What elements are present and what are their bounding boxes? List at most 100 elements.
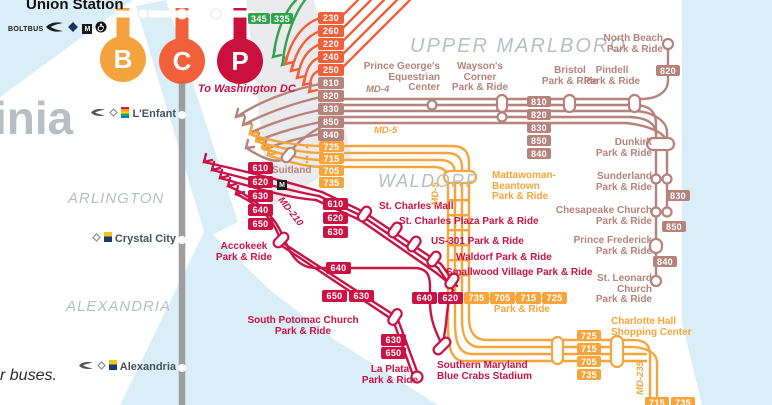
station-chesapeake: Chesapeake Church Park & Ride [555,205,652,227]
arrow-icon [202,152,214,164]
station-la-plata: La Plata Park & Ride [361,364,419,386]
stop-chesapeake-1 [650,206,662,218]
vre-stop-label: Alexandria [119,360,176,373]
route-badge-735-row: 735 [464,292,489,304]
vre-icon [67,20,79,38]
terminal-c: C [159,38,205,84]
road-md4: MD-4 [366,84,390,95]
region-arlington: ARLINGTON [68,190,165,207]
station-st-charles-plaza: St. Charles Plaza Park & Ride [399,216,539,227]
route-badge-820: 820 [318,90,344,102]
route-orange-lines [248,124,659,405]
route-badge-735d: 735 [577,369,601,380]
vre-flag-icon [108,360,117,373]
station-charlotte-hall: Charlotte Hall Shopping Center [611,316,692,338]
terminal-b: B [100,36,146,82]
stop-south-potomac [387,308,403,326]
arrow-icon [226,176,238,188]
arrow-icon [244,138,256,150]
station-st-charles-mall: St. Charles Mall [379,201,454,212]
arrow-icon [301,75,313,87]
vre-rail-line [178,84,186,405]
route-badge-820-north-beach: 820 [656,65,680,76]
stop-golden-beach [550,335,565,366]
to-washington-label: To Washington DC [198,83,296,95]
station-north-beach: North Beach Park & Ride [603,33,663,55]
route-badge-335: 335 [271,13,293,24]
terminal-p: P [217,38,263,84]
footnote-partial: r buses. [0,367,57,384]
station-smallwood: Smallwood Village Park & Ride [446,267,593,278]
metro-icon: M [277,180,287,190]
stop-mattawoman [442,169,478,185]
route-badge-620: 620 [248,176,273,188]
vre-swoosh-icon [91,108,106,120]
metro-icon: M [82,24,93,34]
station-suitland: Suitland [272,165,312,176]
route-badge-810c: 810 [527,96,551,107]
accessibility-icon [95,20,107,38]
metro-lines-icon [121,107,130,121]
route-badge-630-pair: 630 [349,290,374,302]
route-badge-850-right: 850 [662,221,686,232]
route-badge-830: 830 [318,103,344,115]
route-badge-735: 735 [319,177,344,188]
route-badge-840-right: 840 [653,256,677,267]
arrow-icon [234,184,246,196]
route-badge-630: 630 [248,190,273,202]
stop-equestrian-center [426,99,438,111]
stop-prince-frederick [648,237,664,255]
route-badge-840c: 840 [527,148,551,159]
arrow-icon [289,61,301,73]
arrow-icon [283,54,295,66]
stop-markers [272,37,676,384]
route-badge-725: 725 [319,141,344,152]
route-badge-650-pair: 650 [322,290,347,302]
route-badge-650-stack: 650 [381,347,406,359]
route-badge-705: 705 [319,165,344,176]
region-upper-marlboro: UPPER MARLBORO [410,35,627,57]
station-st-leonard: St. Leonard Church Park & Ride [595,273,652,306]
road-md235: MD-235 [634,361,646,395]
stop-us301 [406,235,422,253]
route-badge-705-row: 705 [490,292,515,304]
route-badge-850: 850 [318,116,344,128]
route-badge-345: 345 [248,13,270,24]
route-badge-735-bottom: 735 [671,397,695,405]
route-badge-725-row: 725 [542,292,567,304]
vre-stop-label: Crystal City [114,232,176,245]
stop-waysons-2 [496,111,508,123]
arrow-icon [241,115,253,127]
route-badge-630-stack: 630 [381,334,406,346]
route-badge-610: 610 [248,162,273,174]
road-md5-south: MD-5 [429,182,441,206]
stop-waldorf [426,250,442,268]
route-badge-620b: 620 [323,212,348,224]
vre-flag-icon [103,232,112,245]
route-badge-640-row: 640 [412,292,437,304]
vre-stop-alexandria: Alexandria [42,360,176,373]
route-badge-630b: 630 [323,226,348,238]
route-badge-240: 240 [318,51,344,63]
arrow-icon [260,138,272,150]
accessibility-small-icon [91,232,101,245]
union-station-track [114,8,256,42]
region-alexandria: ALEXANDRIA [66,298,172,315]
arrow-icon [254,131,266,143]
route-badge-230: 230 [318,12,344,24]
arrow-icon [271,47,283,59]
stop-st-leonard [649,274,663,288]
stop-blue-crabs [432,336,452,356]
route-badge-220: 220 [318,38,344,50]
station-waldorf-pr: Waldorf Park & Ride [456,252,552,263]
stop-chesapeake-2 [661,206,673,218]
road-md5: MD-5 [374,125,398,136]
route-badge-650: 650 [248,218,273,230]
route-badge-610b: 610 [323,198,348,210]
stop-sunderland-2 [661,173,673,185]
route-badge-840: 840 [318,129,344,141]
route-badge-850c: 850 [527,135,551,146]
route-badge-640-branch: 640 [326,262,351,274]
accessibility-small-icon [96,360,106,373]
